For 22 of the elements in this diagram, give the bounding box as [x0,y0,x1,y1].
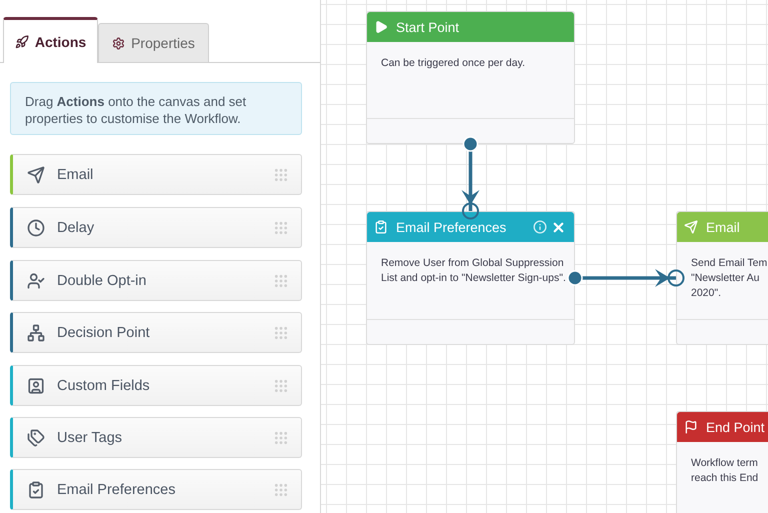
action-button: Delay [10,207,302,248]
card-title: Email [706,220,740,234]
workflow-step-card [366,211,575,345]
action-button: Custom Fields [10,365,302,406]
info-text: Drag Actions onto the canvas and set properties to customise the Workflow. [10,82,302,135]
properties-tab: Properties [98,23,209,62]
card-title: Start Point [396,20,460,34]
action-button: Decision Point [10,312,302,353]
card-description: Can be triggered once per day. [380,56,526,71]
actions-tab: Actions [3,17,98,63]
connector-arrow [460,136,480,220]
card-description: Remove User from Global Suppression List and opt-in to "Newsletter Sign-ups". [380,256,566,286]
action-button: Double Opt-in [10,260,302,301]
action-button: Email Preferences [10,469,302,510]
card-title: End Point [706,420,765,434]
action-button: User Tags [10,417,302,458]
connector-arrow [567,268,684,288]
card-title: Email Preferences [396,220,506,234]
workflow-step-card [366,11,575,144]
action-button: Email [10,154,302,195]
card-description: Send Email Tem "Newsletter Au 2020". [690,256,768,301]
card-description: Workflow term reach this End [690,456,760,486]
